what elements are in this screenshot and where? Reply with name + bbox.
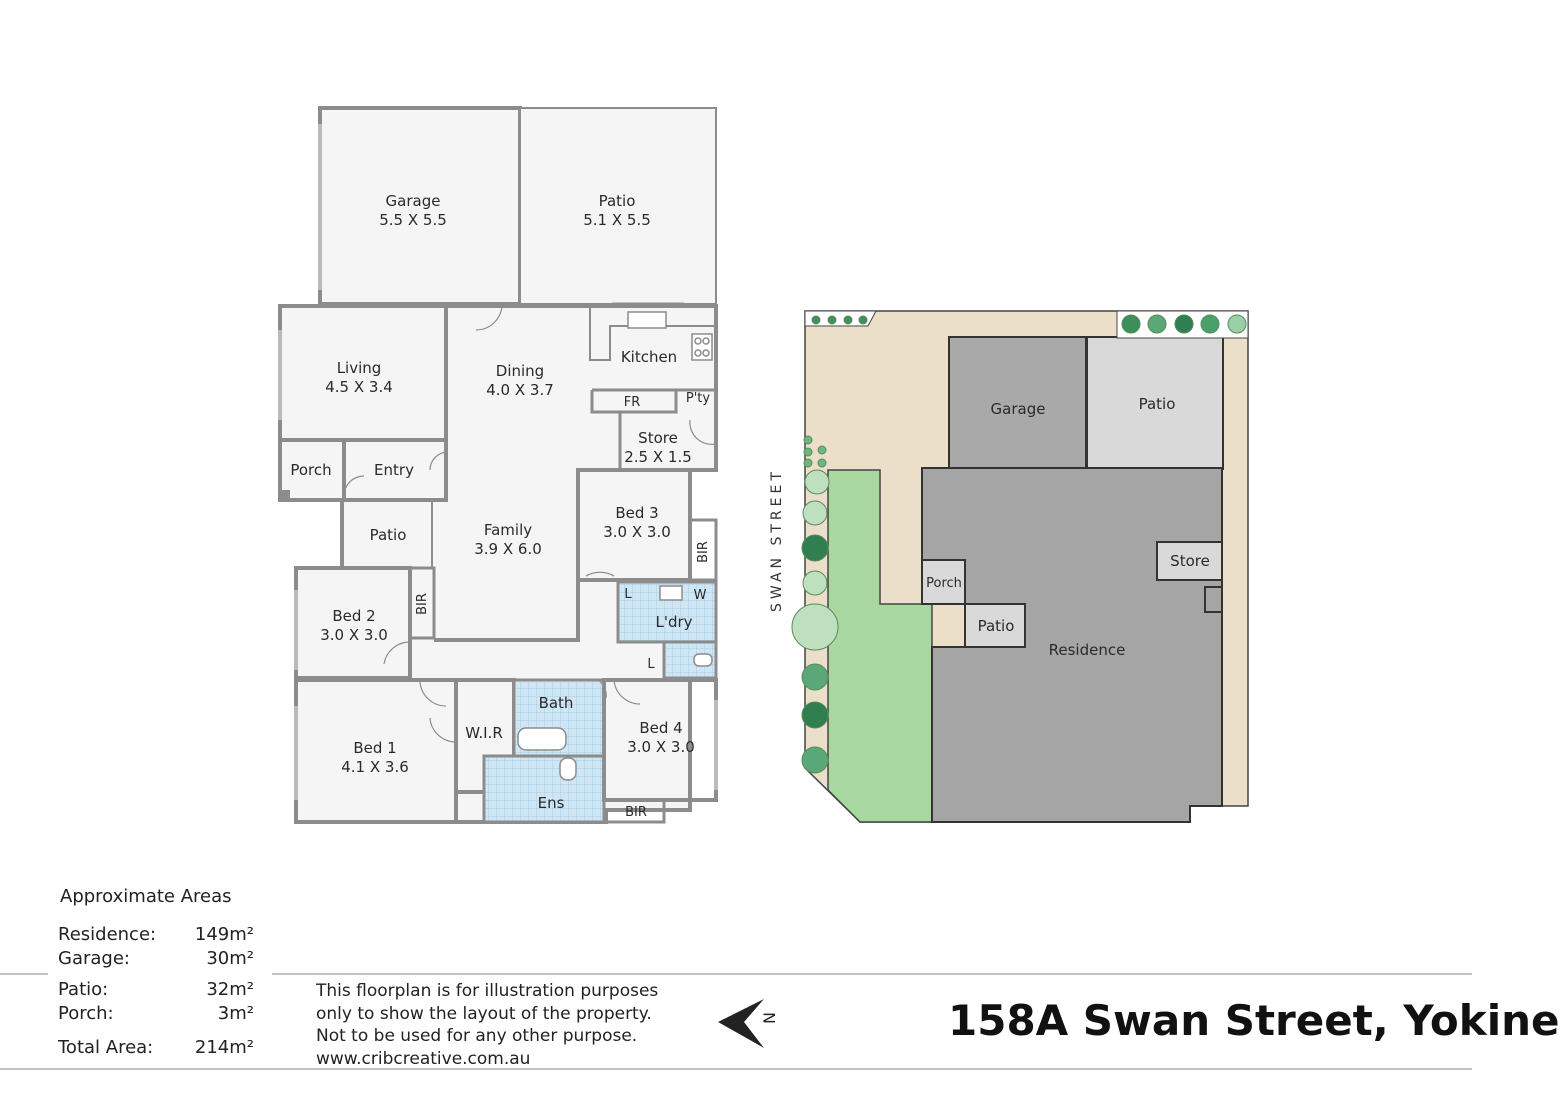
room-ens xyxy=(482,754,606,824)
area-value: 149m² xyxy=(194,924,254,945)
bathtub-icon xyxy=(517,727,567,751)
label-wir: W.I.R xyxy=(465,724,503,742)
label-fr: FR xyxy=(624,395,641,410)
label-bir4: BIR xyxy=(625,805,647,820)
fixtures xyxy=(278,124,718,800)
label-entry: Entry xyxy=(374,461,414,479)
label-bed2: Bed 2 xyxy=(332,607,375,625)
fr-pantry-block xyxy=(590,388,716,472)
area-value: 3m² xyxy=(217,1003,254,1024)
label-pantry: P'ty xyxy=(686,391,711,406)
property-address: 158A Swan Street, Yokine xyxy=(948,996,1560,1045)
disclaimer-line: only to show the layout of the property. xyxy=(316,1003,652,1024)
label-family: Family xyxy=(484,521,532,539)
website-text: www.cribcreative.com.au xyxy=(316,1048,531,1069)
room-bir4 xyxy=(602,798,666,824)
label-bir2: BIR xyxy=(415,593,430,615)
wc-icon xyxy=(693,653,713,667)
site-label-residence: Residence xyxy=(1049,641,1126,659)
street-label: SWAN STREET xyxy=(769,468,785,612)
site-trees xyxy=(791,314,1247,774)
label-l2: L xyxy=(647,657,655,672)
dims-bed1: 4.1 X 3.6 xyxy=(341,758,409,776)
dims-family: 3.9 X 6.0 xyxy=(474,540,542,558)
cooktop-icon xyxy=(691,333,713,361)
footer-rules xyxy=(0,973,1472,1070)
label-store: Store xyxy=(638,429,678,447)
floor-plan-drawing: Garage 5.5 X 5.5 Patio 5.1 X 5.5 Living … xyxy=(0,106,1472,1070)
label-bed1: Bed 1 xyxy=(353,739,396,757)
label-bath: Bath xyxy=(539,694,574,712)
laundry-trough-icon xyxy=(659,585,683,601)
toilet-icon xyxy=(559,757,577,781)
label-w: W xyxy=(694,588,707,603)
dims-bed4: 3.0 X 3.0 xyxy=(627,738,695,756)
label-porch: Porch xyxy=(290,461,331,479)
site-porch xyxy=(921,559,966,605)
dims-store: 2.5 X 1.5 xyxy=(624,448,692,466)
site-plan xyxy=(804,310,1249,823)
label-garage: Garage xyxy=(386,192,441,210)
room-patio-rear xyxy=(519,107,717,305)
area-label: Total Area: xyxy=(58,1037,154,1058)
site-store xyxy=(1156,541,1223,581)
dims-bed2: 3.0 X 3.0 xyxy=(320,626,388,644)
label-patio-front: Patio xyxy=(370,526,407,544)
area-label: Porch: xyxy=(58,1003,114,1024)
area-label: Patio: xyxy=(58,979,109,1000)
label-ens: Ens xyxy=(538,794,565,812)
label-bed3: Bed 3 xyxy=(615,504,658,522)
floor-plan xyxy=(278,106,718,824)
label-l1: L xyxy=(624,587,632,602)
family-wall xyxy=(434,306,580,642)
label-laundry: L'dry xyxy=(655,613,692,631)
label-bed4: Bed 4 xyxy=(639,719,682,737)
site-patio xyxy=(1086,336,1224,470)
label-living: Living xyxy=(337,359,382,377)
porch-post xyxy=(280,490,290,500)
sink-icon xyxy=(627,311,667,329)
dims-garage: 5.5 X 5.5 xyxy=(379,211,447,229)
north-label: N xyxy=(760,1012,779,1024)
disclaimer: This floorplan is for illustration purpo… xyxy=(316,980,706,1070)
site-patio-front xyxy=(964,603,1026,648)
disclaimer-line: This floorplan is for illustration purpo… xyxy=(316,981,659,1001)
dims-patio-rear: 5.1 X 5.5 xyxy=(583,211,651,229)
area-label: Residence: xyxy=(58,924,157,945)
dims-bed3: 3.0 X 3.0 xyxy=(603,523,671,541)
room-bir3 xyxy=(688,518,718,582)
site-labels: Garage Patio Store Porch Patio Residence… xyxy=(769,395,1210,659)
site-label-porch: Porch xyxy=(926,576,962,591)
north-arrow-icon: N xyxy=(718,999,779,1048)
room-garage xyxy=(318,106,522,306)
area-value: 214m² xyxy=(194,1037,254,1058)
dims-living: 4.5 X 3.4 xyxy=(325,378,393,396)
dims-dining: 4.0 X 3.7 xyxy=(486,381,554,399)
room-labels: Garage 5.5 X 5.5 Patio 5.1 X 5.5 Living … xyxy=(290,192,711,820)
room-bir2 xyxy=(408,566,436,640)
site-garage xyxy=(948,336,1087,470)
label-bir3: BIR xyxy=(696,541,711,563)
site-label-patio-front: Patio xyxy=(978,617,1015,635)
label-kitchen: Kitchen xyxy=(621,348,677,366)
site-label-store: Store xyxy=(1170,552,1210,570)
area-value: 32m² xyxy=(206,979,254,1000)
area-value: 30m² xyxy=(206,948,254,969)
disclaimer-line: Not to be used for any other purpose. xyxy=(316,1026,638,1046)
areas-title: Approximate Areas xyxy=(60,886,232,907)
door-swings xyxy=(343,303,717,743)
site-label-patio: Patio xyxy=(1139,395,1176,413)
area-label: Garage: xyxy=(58,948,130,969)
site-label-garage: Garage xyxy=(991,400,1046,418)
label-patio-rear: Patio xyxy=(599,192,636,210)
label-dining: Dining xyxy=(496,362,544,380)
